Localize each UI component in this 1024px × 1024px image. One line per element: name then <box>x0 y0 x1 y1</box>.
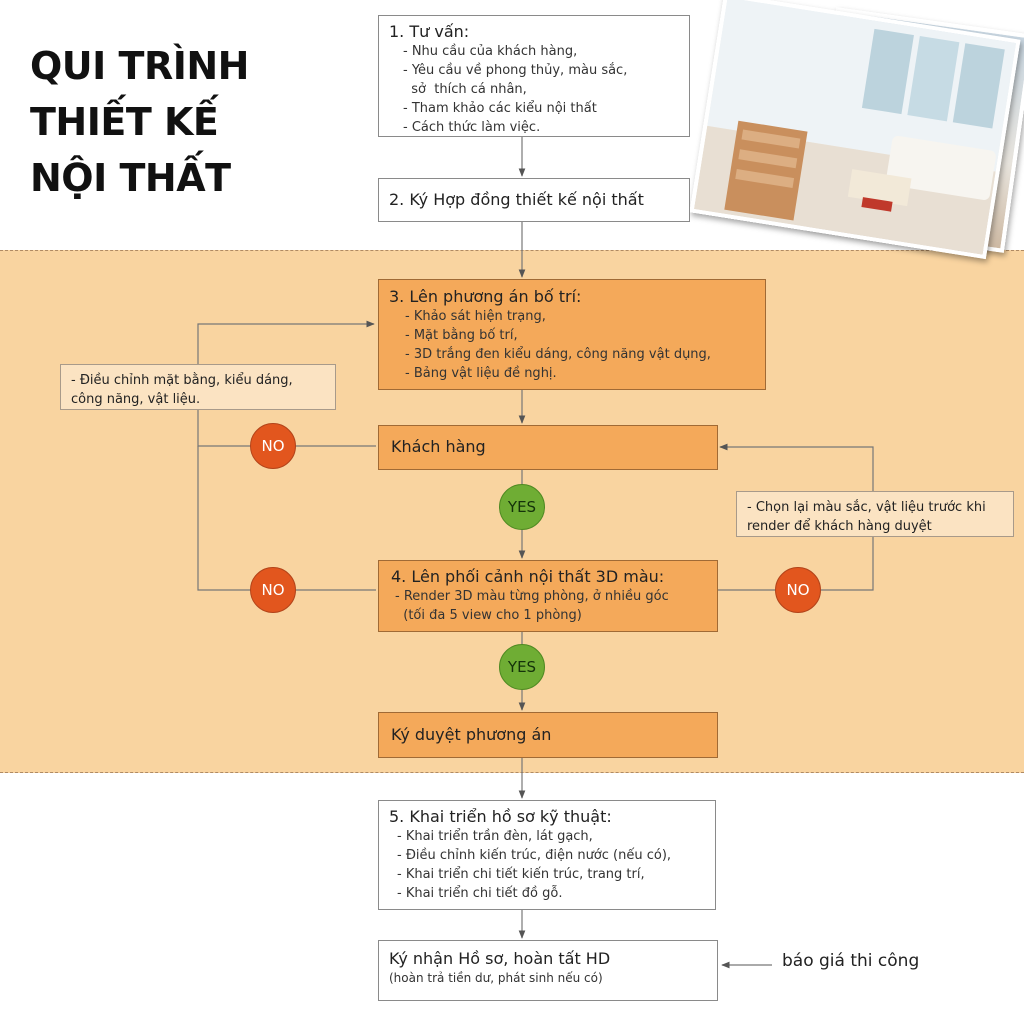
title-line-2: THIẾT KẾ <box>30 100 219 144</box>
step-5-item: - Khai triển chi tiết kiến trúc, trang t… <box>397 867 645 882</box>
step-5-heading: 5. Khai triển hồ sơ kỹ thuật: <box>389 807 612 826</box>
final-subtext: (hoàn trả tiền dư, phát sinh nếu có) <box>389 971 603 985</box>
customer-review: Khách hàng <box>378 425 718 470</box>
decision-no-label: NO <box>261 581 285 599</box>
step-5-item: - Điều chỉnh kiến trúc, điện nước (nếu c… <box>397 848 672 863</box>
customer-heading: Khách hàng <box>391 437 486 456</box>
note-reselect-text: - Chọn lại màu sắc, vật liệu trước khi r… <box>747 500 986 534</box>
step-3-layout: 3. Lên phương án bố trí: - Khảo sát hiện… <box>378 279 766 390</box>
approve-heading: Ký duyệt phương án <box>391 725 552 744</box>
step-1-item: sở thích cá nhân, <box>403 82 527 97</box>
note-adjust-text: - Điều chỉnh mặt bằng, kiểu dáng, công n… <box>71 373 293 407</box>
decision-no-render-right: NO <box>775 567 821 613</box>
decision-yes-label: YES <box>507 658 537 676</box>
step-1-item: - Tham khảo các kiểu nội thất <box>403 101 597 116</box>
step-3-item: - Mặt bằng bố trí, <box>405 328 518 343</box>
page-title: QUI TRÌNH THIẾT KẾ NỘI THẤT <box>30 38 249 206</box>
note-reselect: - Chọn lại màu sắc, vật liệu trước khi r… <box>736 491 1014 537</box>
note-quote: báo giá thi công <box>772 952 972 980</box>
title-line-3: NỘI THẤT <box>30 156 231 200</box>
step-4-render: 4. Lên phối cảnh nội thất 3D màu: - Rend… <box>378 560 718 632</box>
final-handover: Ký nhận Hồ sơ, hoàn tất HD (hoàn trả tiề… <box>378 940 718 1001</box>
step-1-item: - Cách thức làm việc. <box>403 120 541 135</box>
step-4-item: (tối đa 5 view cho 1 phòng) <box>395 608 582 623</box>
step-3-item: - 3D trắng đen kiểu dáng, công năng vật … <box>405 347 711 362</box>
approve-plan: Ký duyệt phương án <box>378 712 718 758</box>
step-4-item: - Render 3D màu từng phòng, ở nhiều góc <box>395 589 669 604</box>
step-3-item: - Bảng vật liệu đề nghị. <box>405 366 557 381</box>
step-1-heading: 1. Tư vấn: <box>389 22 470 41</box>
decision-yes-render: YES <box>499 644 545 690</box>
step-3-item: - Khảo sát hiện trạng, <box>405 309 546 324</box>
decision-no-label: NO <box>261 437 285 455</box>
decision-yes-customer: YES <box>499 484 545 530</box>
step-1-consult: 1. Tư vấn: - Nhu cầu của khách hàng, - Y… <box>378 15 690 137</box>
decision-no-label: NO <box>786 581 810 599</box>
note-quote-text: báo giá thi công <box>782 951 920 971</box>
step-5-item: - Khai triển trần đèn, lát gạch, <box>397 829 593 844</box>
step-1-item: - Yêu cầu về phong thủy, màu sắc, <box>403 63 628 78</box>
title-line-1: QUI TRÌNH <box>30 44 249 88</box>
final-heading: Ký nhận Hồ sơ, hoàn tất HD <box>389 949 611 968</box>
decision-no-render-left: NO <box>250 567 296 613</box>
interior-photo-front <box>689 0 1021 260</box>
step-2-contract: 2. Ký Hợp đồng thiết kế nội thất <box>378 178 690 222</box>
step-5-technical: 5. Khai triển hồ sơ kỹ thuật: - Khai tri… <box>378 800 716 910</box>
step-5-item: - Khai triển chi tiết đồ gỗ. <box>397 886 563 901</box>
step-2-heading: 2. Ký Hợp đồng thiết kế nội thất <box>389 190 644 209</box>
step-3-heading: 3. Lên phương án bố trí: <box>389 287 582 306</box>
decision-yes-label: YES <box>507 498 537 516</box>
note-adjust: - Điều chỉnh mặt bằng, kiểu dáng, công n… <box>60 364 336 410</box>
interior-illustration <box>692 0 1021 260</box>
step-1-item: - Nhu cầu của khách hàng, <box>403 44 578 59</box>
step-4-heading: 4. Lên phối cảnh nội thất 3D màu: <box>391 567 665 586</box>
decision-no-customer: NO <box>250 423 296 469</box>
